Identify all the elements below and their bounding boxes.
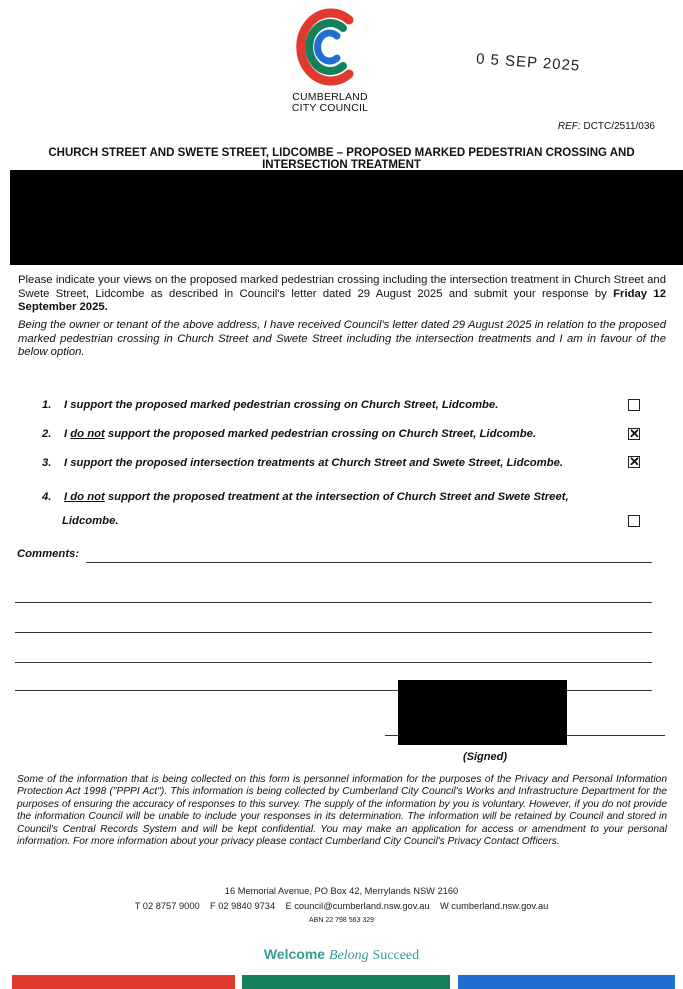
reference-number: REF: DCTC/2511/036 [558, 121, 655, 132]
option-3-checkbox[interactable] [628, 454, 640, 470]
comments-line[interactable] [15, 602, 652, 603]
comments-line[interactable] [15, 662, 652, 663]
option-3: 3. I support the proposed intersection t… [42, 457, 564, 469]
footer-contact: T 02 8757 9000 F 02 9840 9734 E council@… [134, 901, 549, 911]
council-name-line1: CUMBERLAND [292, 91, 368, 103]
comments-line[interactable] [15, 690, 652, 691]
tagline: Welcome Belong Succeed [263, 946, 420, 963]
redacted-signature [398, 680, 567, 745]
option-1: 1. I support the proposed marked pedestr… [42, 399, 499, 411]
redacted-block [10, 170, 683, 265]
privacy-notice: Some of the information that is being co… [17, 774, 667, 848]
intro-paragraph: Please indicate your views on the propos… [18, 274, 666, 315]
option-4-checkbox[interactable] [628, 515, 640, 527]
option-1-checkbox[interactable] [628, 399, 640, 411]
intro-text: Please indicate your views on the propos… [18, 274, 666, 300]
council-logo [296, 8, 354, 86]
ref-label: REF: [557, 121, 581, 132]
footer-bar-blue [458, 975, 675, 989]
date-stamp: 0 5 SEP 2025 [475, 50, 581, 75]
document-title: CHURCH STREET AND SWETE STREET, LIDCOMBE… [48, 147, 635, 171]
signed-label: (Signed) [463, 751, 507, 763]
option-4: 4. I do not support the proposed treatme… [42, 491, 569, 503]
ref-value: DCTC/2511/036 [583, 121, 655, 132]
comments-line[interactable] [86, 562, 652, 563]
deadline: Friday 12 September 2025. [18, 287, 666, 314]
option-2: 2. I do not support the proposed marked … [42, 428, 537, 440]
option-2-checkbox[interactable] [628, 426, 640, 442]
council-name: CUMBERLAND CITY COUNCIL [280, 92, 380, 114]
footer-address: 16 Memorial Avenue, PO Box 42, Merryland… [224, 886, 459, 896]
council-name-line2: CITY COUNCIL [291, 102, 369, 114]
footer-bar-green [242, 975, 450, 989]
option-4-line2: Lidcombe. [62, 515, 119, 527]
footer-bar-red [12, 975, 235, 989]
comments-line[interactable] [15, 632, 652, 633]
declaration: Being the owner or tenant of the above a… [18, 319, 666, 358]
comments-label: Comments: [17, 548, 80, 560]
footer-abn: ABN 22 798 563 329 [309, 917, 374, 924]
